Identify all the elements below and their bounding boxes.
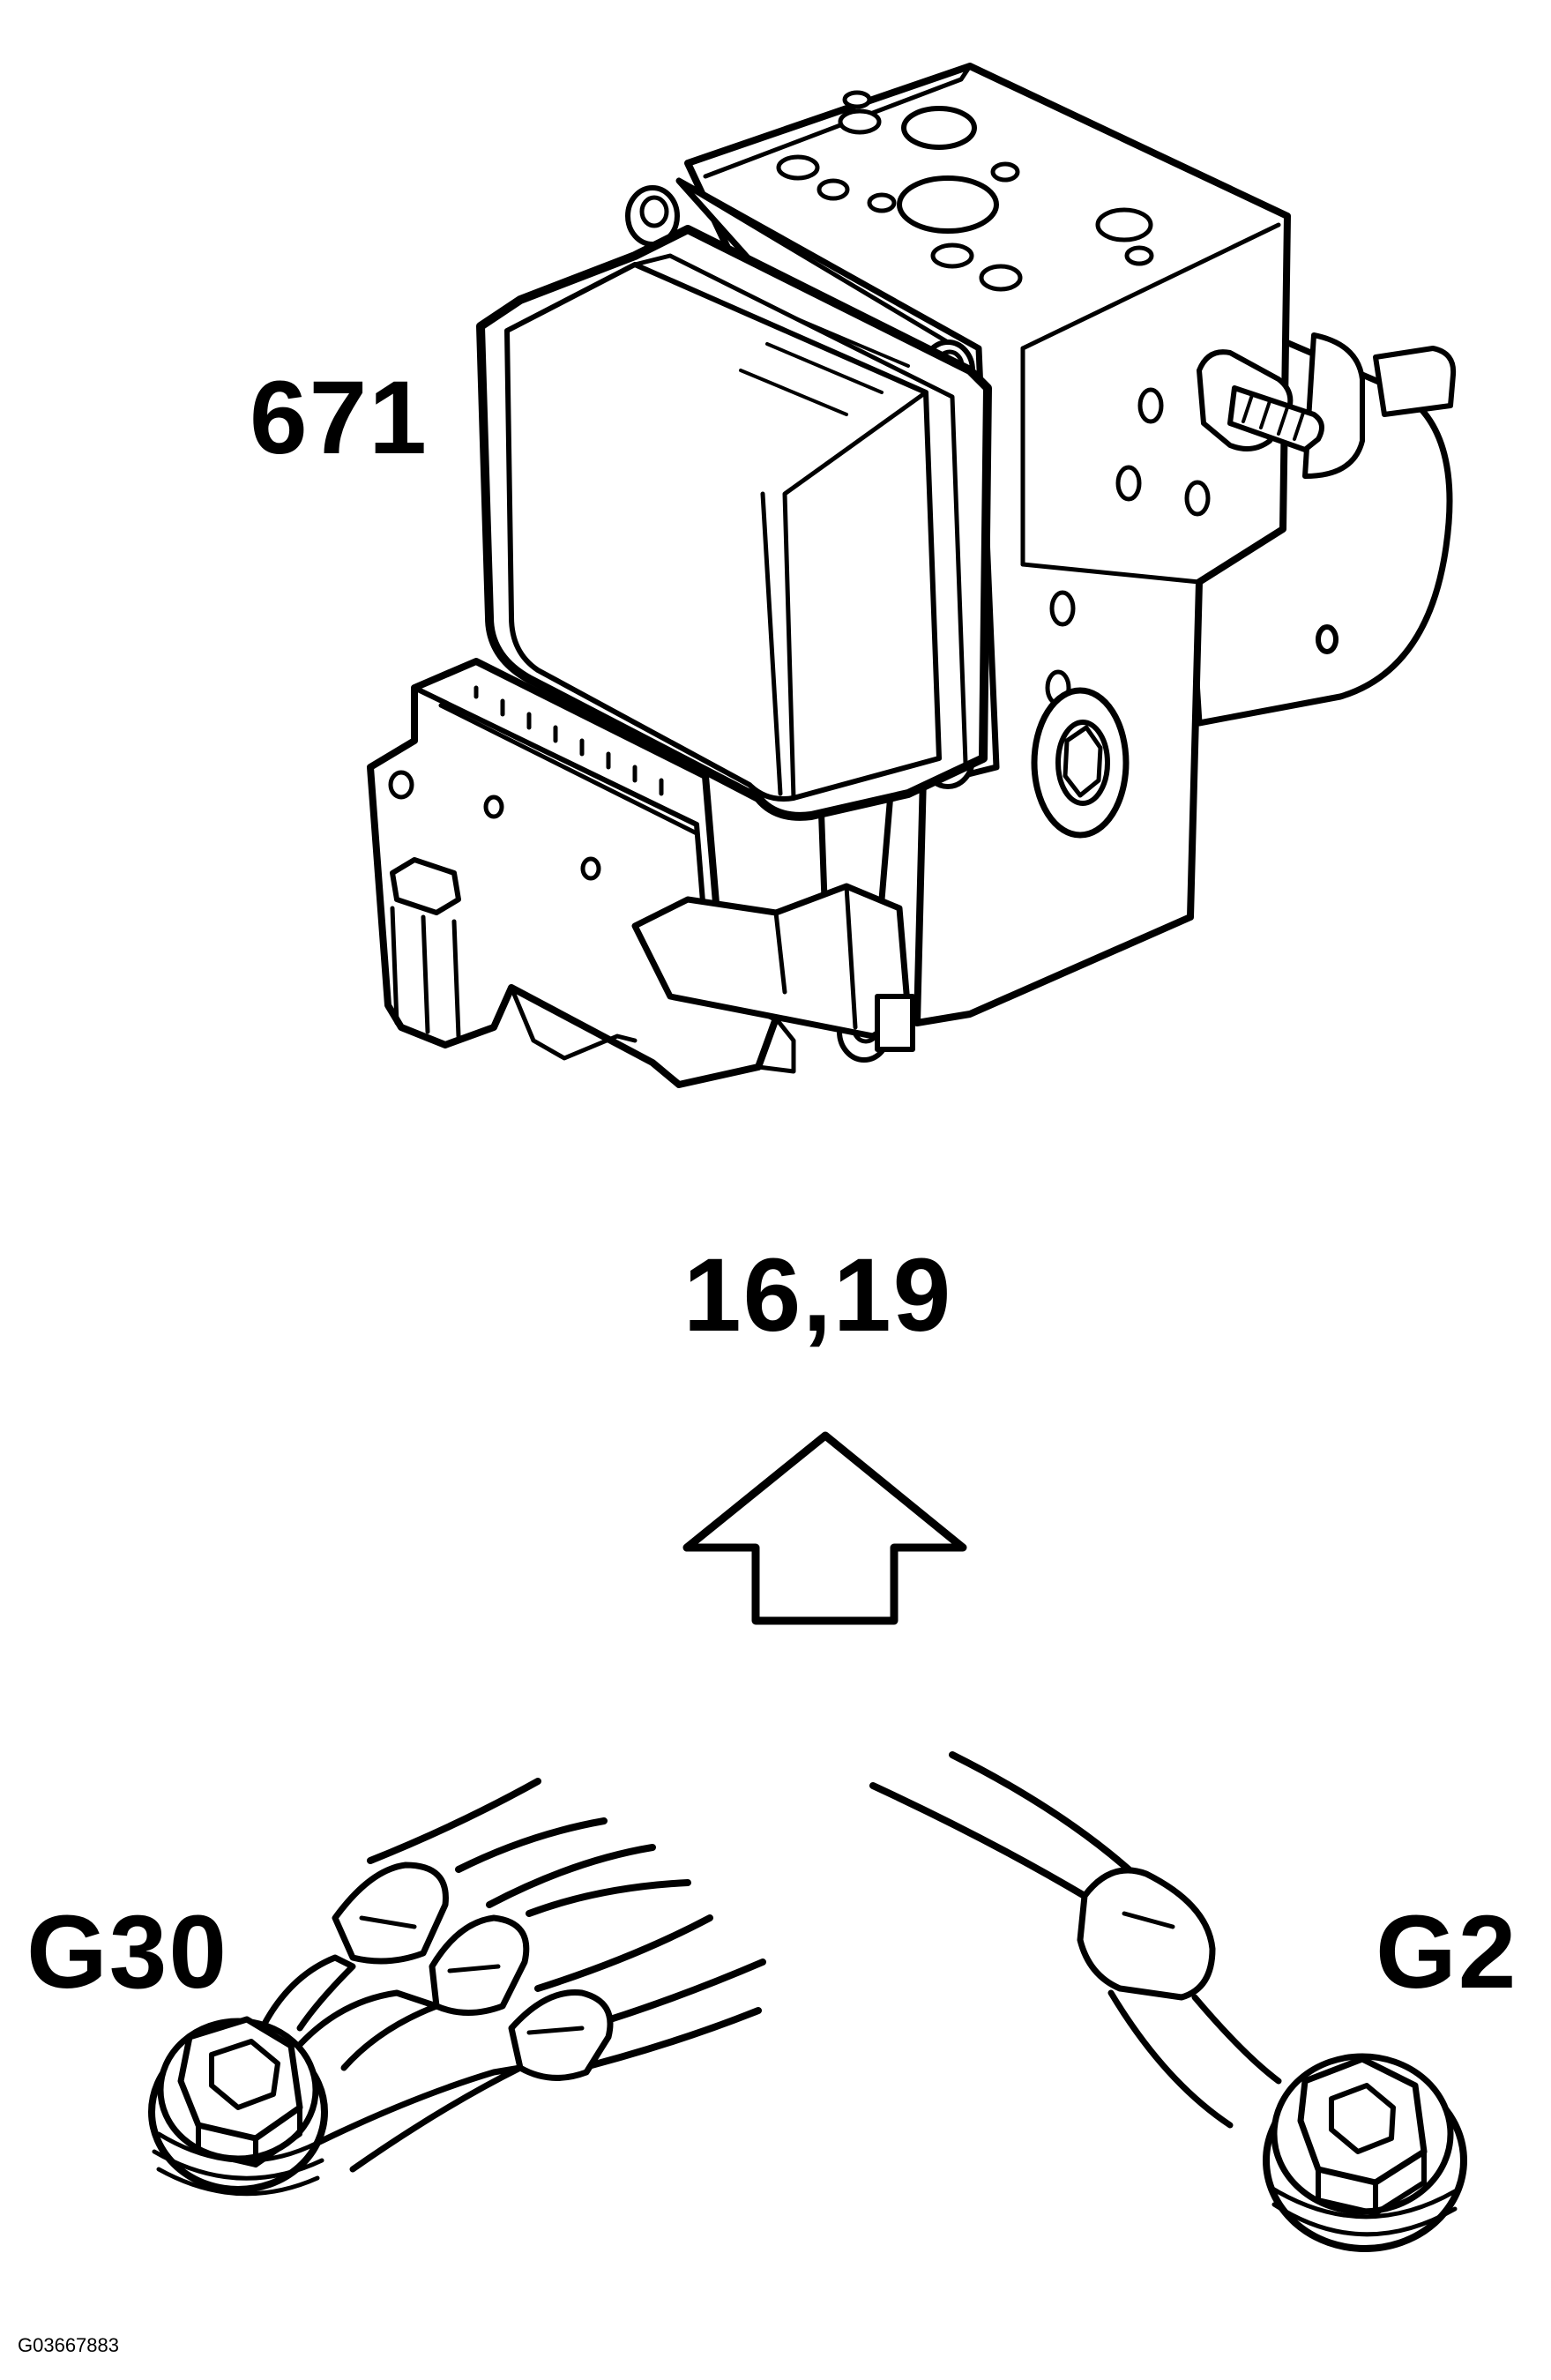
ground-point-g30 bbox=[148, 1778, 766, 2197]
component-label: 671 bbox=[250, 360, 429, 476]
ground-point-g2 bbox=[869, 1751, 1467, 2252]
ground-label-right: G2 bbox=[1376, 1894, 1518, 2011]
figure-id: G03667883 bbox=[18, 2334, 119, 2356]
abs-hydraulic-unit bbox=[367, 63, 1457, 1088]
ground-label-left: G30 bbox=[26, 1894, 229, 2011]
mounting-bracket bbox=[631, 883, 915, 1052]
procedure-label: 16,19 bbox=[683, 1237, 953, 1354]
up-arrow-icon bbox=[682, 1431, 967, 1625]
control-module bbox=[476, 225, 992, 821]
